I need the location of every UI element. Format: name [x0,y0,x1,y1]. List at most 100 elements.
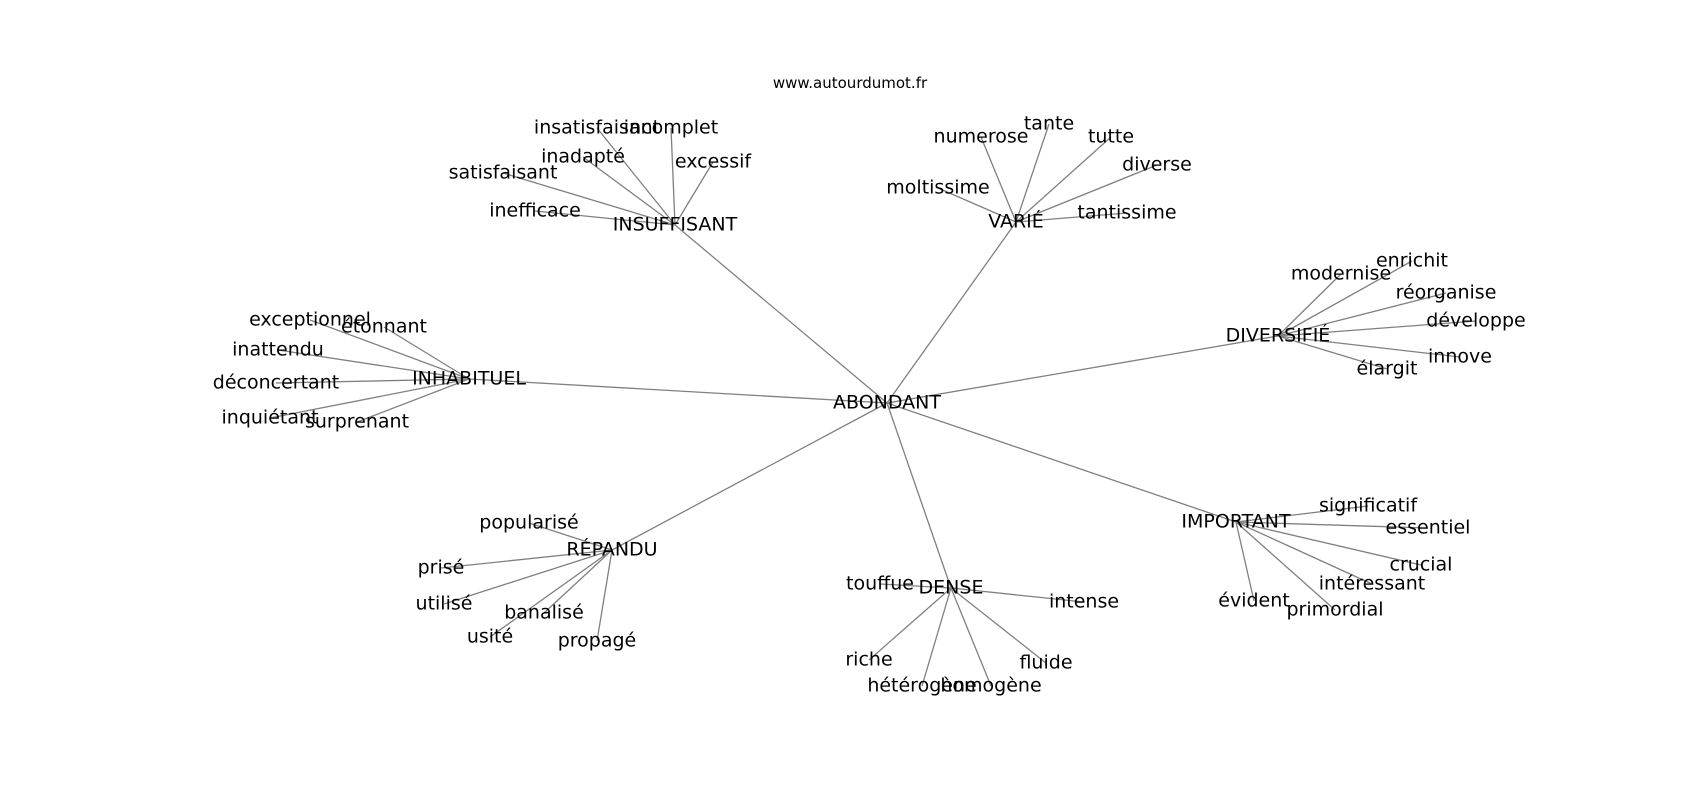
hub-word-insuffisant: INSUFFISANT [613,214,738,236]
leaf-word-insuffisant-1: incomplet [624,117,718,139]
leaf-word-dense-2: riche [845,649,892,671]
edge-center-repandu [611,402,888,551]
edge-center-varie [886,221,1017,404]
edge-inhabituel-0 [309,319,470,380]
edge-center-insuffisant [674,224,888,404]
hub-word-repandu: RÉPANDU [566,538,657,561]
leaf-word-diversifie-2: réorganise [1396,282,1497,304]
edge-repandu-5 [596,549,613,642]
leaf-word-important-3: intéressant [1319,573,1425,595]
edge-varie-2 [1015,136,1112,223]
leaf-word-varie-4: moltissime [886,177,989,199]
edge-repandu-0 [528,522,613,551]
leaf-word-important-4: évident [1218,590,1289,612]
leaf-word-repandu-0: popularisé [479,512,578,534]
edge-insuffisant-4 [502,172,676,226]
leaf-word-repandu-1: prisé [418,557,465,579]
edge-diversifie-4 [1277,335,1461,358]
edge-repandu-2 [443,549,613,605]
leaf-word-dense-4: hétérogène [867,675,976,697]
edge-repandu-4 [489,549,613,638]
edge-diversifie-0 [1277,260,1413,337]
edge-inhabituel-5 [356,378,470,423]
edge-important-0 [1235,505,1369,523]
leaf-word-varie-1: numerose [934,126,1029,148]
hub-word-varie: VARIÉ [988,210,1044,233]
edge-insuffisant-2 [582,156,676,226]
edge-center-diversifie [886,335,1279,404]
edge-varie-0 [1015,123,1050,223]
leaf-word-inhabituel-1: étonnant [341,316,427,338]
hub-word-important: IMPORTANT [1181,511,1291,533]
edge-repandu-3 [543,549,613,614]
center-word: ABONDANT [833,392,941,414]
edge-center-important [886,402,1237,523]
edge-insuffisant-1 [670,127,676,226]
leaf-word-inhabituel-4: inquiétant [222,407,319,429]
edge-important-5 [1235,521,1336,611]
edge-important-2 [1235,521,1422,566]
hub-word-diversifie: DIVERSIFIÉ [1226,324,1331,347]
leaf-word-dense-3: fluide [1019,652,1072,674]
leaf-word-dense-0: touffue [846,573,914,595]
leaf-word-repandu-4: usité [467,626,513,648]
leaf-word-diversifie-5: élargit [1357,358,1418,380]
leaf-word-repandu-2: utilisé [416,593,473,615]
hub-word-inhabituel: INHABITUEL [412,368,526,390]
edge-repandu-1 [440,549,613,569]
hub-word-dense: DENSE [919,577,984,599]
edge-important-1 [1235,521,1429,529]
edge-layer [269,123,1477,687]
edge-dense-2 [868,587,952,661]
leaf-word-repandu-5: propagé [558,630,637,652]
edge-dense-1 [950,587,1085,603]
leaf-word-dense-1: intense [1049,591,1119,613]
leaf-word-inhabituel-0: exceptionnel [249,309,371,331]
leaf-word-insuffisant-0: insatisfaisant [534,117,660,139]
leaf-word-diversifie-4: innove [1428,346,1492,368]
edge-center-inhabituel [468,378,888,404]
leaf-word-important-1: essentiel [1386,517,1471,539]
edge-insuffisant-0 [596,127,676,226]
leaf-word-repandu-3: banalisé [504,602,584,624]
edge-inhabituel-1 [383,326,470,380]
leaf-word-insuffisant-5: inefficace [489,200,581,222]
edge-diversifie-5 [1277,335,1388,370]
edge-inhabituel-3 [275,378,470,384]
leaf-word-diversifie-1: modernise [1291,263,1391,285]
leaf-word-diversifie-3: développe [1426,310,1525,332]
edge-varie-4 [937,187,1017,223]
leaf-word-insuffisant-4: satisfaisant [449,162,558,184]
edge-diversifie-1 [1277,273,1342,337]
leaf-word-insuffisant-3: excessif [675,151,752,173]
leaf-word-important-2: crucial [1390,554,1453,576]
edge-inhabituel-2 [277,349,470,380]
leaf-word-insuffisant-2: inadapté [541,146,625,168]
edge-dense-0 [879,583,952,589]
edge-center-dense [886,402,952,589]
leaf-word-inhabituel-5: surprenant [305,411,409,433]
edge-dense-4 [921,587,952,687]
edge-varie-5 [1015,212,1128,223]
edge-varie-3 [1015,164,1158,223]
edge-diversifie-3 [1277,320,1477,337]
edge-important-3 [1235,521,1373,585]
leaf-word-varie-2: tutte [1088,126,1134,148]
leaf-word-important-5: primordial [1286,599,1383,621]
edge-varie-1 [980,136,1017,223]
source-label: www.autourdumot.fr [773,74,928,92]
leaf-word-varie-0: tante [1024,113,1074,135]
edge-dense-5 [950,587,992,687]
edge-dense-3 [950,587,1047,664]
leaf-word-varie-3: diverse [1122,154,1192,176]
label-layer: www.autourdumot.fr insatisfaisantincompl… [213,74,1526,697]
leaf-word-varie-5: tantissime [1077,202,1176,224]
edge-insuffisant-3 [674,161,714,226]
leaf-word-dense-5: homogène [940,675,1041,697]
edge-insuffisant-5 [534,210,676,226]
leaf-word-important-0: significatif [1319,495,1418,517]
edge-inhabituel-4 [269,378,470,419]
leaf-word-inhabituel-3: déconcertant [213,372,339,394]
edge-diversifie-2 [1277,292,1447,337]
